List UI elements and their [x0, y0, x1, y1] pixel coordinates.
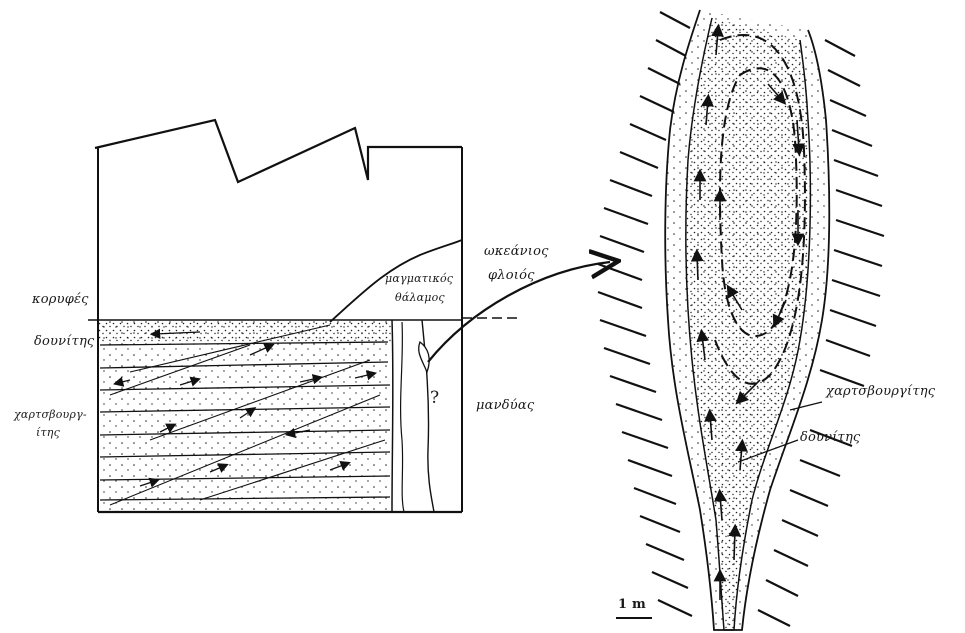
label-ocean-crust-2: φλοιός [488, 268, 535, 283]
label-peaks: κορυφές [32, 292, 89, 307]
label-dunite-right: δουνίτης [800, 430, 860, 445]
label-magma-chamber-1: μαγματικός [385, 272, 453, 285]
layered-cumulates [99, 321, 391, 511]
label-harzburgite-right: χαρτσβουργίτης [826, 384, 935, 399]
label-dunite-left: δουνίτης [34, 334, 94, 349]
label-harzburgite-left-2: ίτης [36, 426, 60, 439]
label-ocean-crust-1: ωκεάνιος [484, 244, 549, 259]
label-magma-chamber-2: θάλαμος [395, 291, 445, 304]
label-scale: 1 m [618, 597, 646, 612]
label-harzburgite-left-1: χαρτσβουργ- [14, 408, 87, 421]
left-block-diagram [88, 120, 520, 512]
peaks-outline [95, 120, 462, 182]
pod-in-dyke [419, 342, 430, 372]
dunite-band-top [99, 321, 391, 343]
label-mantle: μανδύας [476, 398, 534, 413]
feeder-dyke-inner-wall [401, 322, 404, 512]
feeder-dyke-left-wall [392, 320, 393, 512]
right-block-diagram [598, 10, 884, 630]
label-question-mark: ? [430, 388, 439, 408]
